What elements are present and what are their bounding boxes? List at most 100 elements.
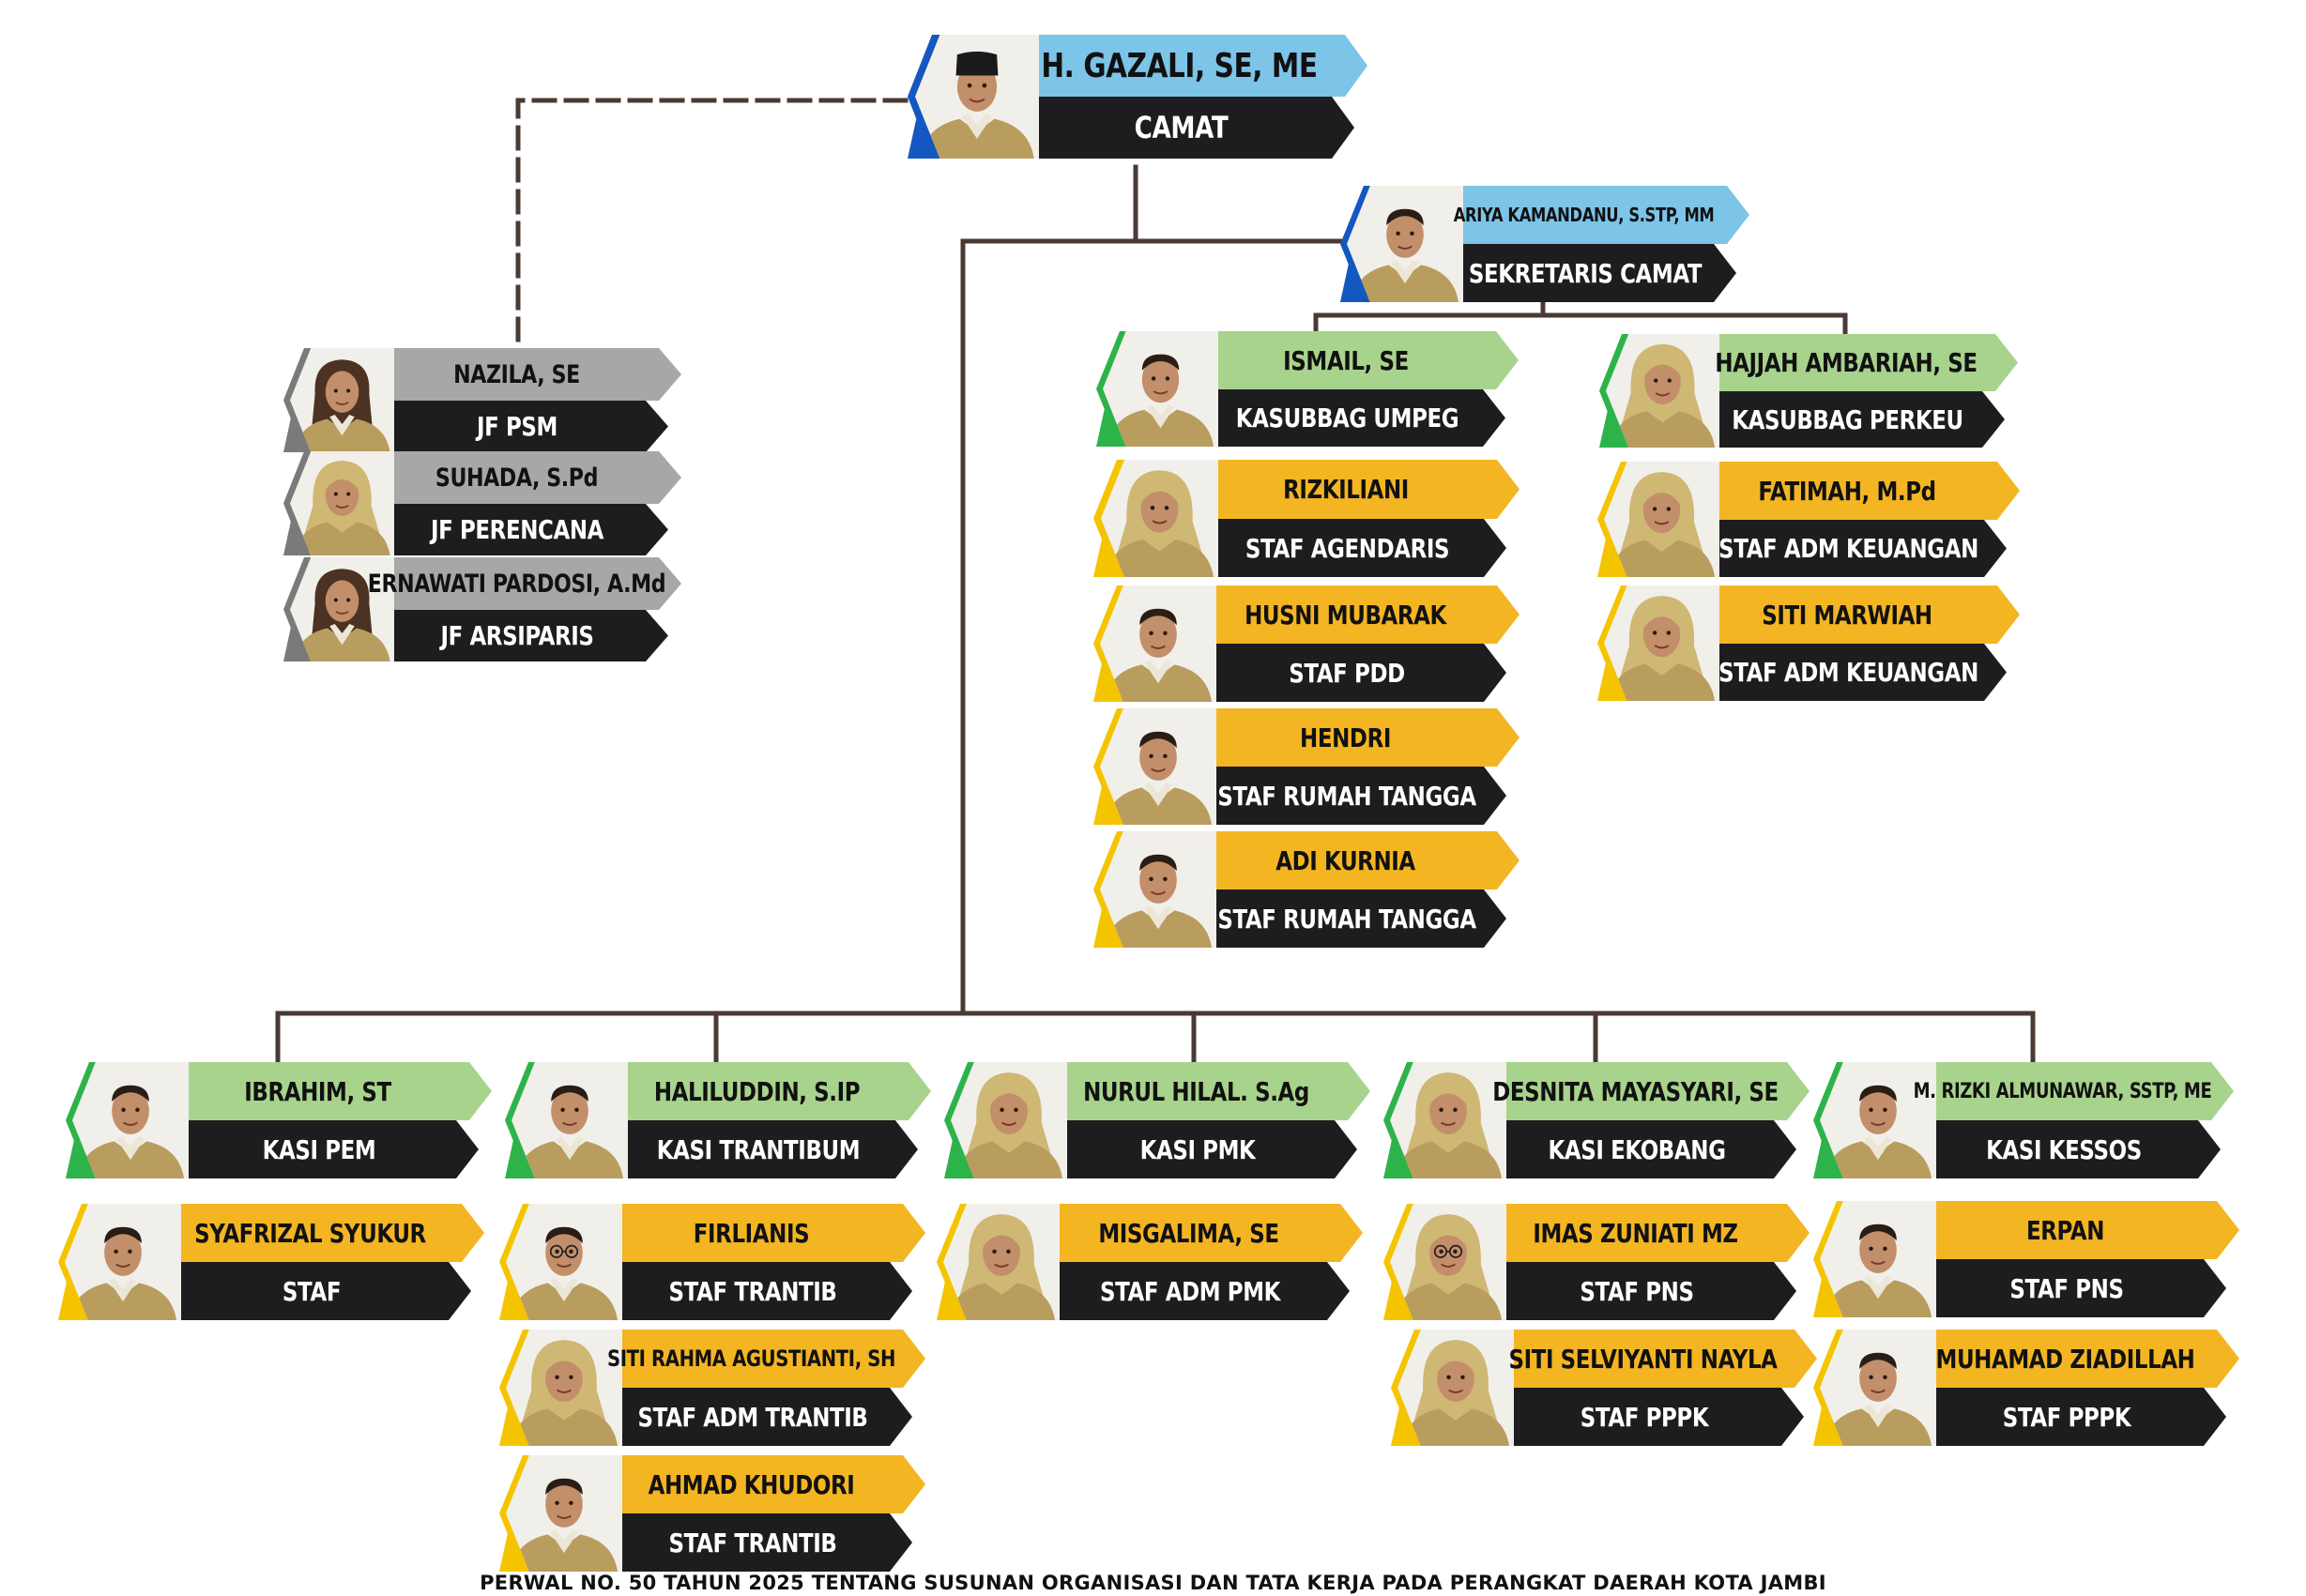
portrait-photo	[1390, 1204, 1506, 1320]
person-role: KASUBBAG UMPEG	[1235, 403, 1459, 433]
org-card-husni: HUSNI MUBARAK STAF PDD	[1093, 585, 1520, 702]
person-role: KASI KESSOS	[1986, 1133, 2142, 1165]
org-card-haliluddin: HALILUDDIN, S.IP KASI TRANTIBUM	[505, 1062, 931, 1178]
portrait-photo	[506, 1330, 622, 1446]
portrait-photo	[1820, 1201, 1936, 1317]
person-name: ERPAN	[2025, 1214, 2105, 1246]
portrait-photo	[290, 451, 394, 555]
portrait-photo	[1390, 1062, 1506, 1178]
person-name: ISMAIL, SE	[1283, 344, 1409, 376]
person-name: ARIYA KAMANDANU, S.STP, MM	[1453, 204, 1715, 226]
link-sekcam-subbag	[1313, 296, 1848, 335]
portrait-photo	[1100, 585, 1216, 702]
person-name: IBRAHIM, ST	[244, 1075, 391, 1107]
person-role: STAF ADM KEUANGAN	[1718, 657, 1978, 688]
person-role: KASI TRANTIBUM	[656, 1133, 861, 1165]
person-name: RIZKILIANI	[1283, 474, 1409, 505]
org-card-adi: ADI KURNIA STAF RUMAH TANGGA	[1093, 831, 1520, 948]
org-card-misgalima: MISGALIMA, SE STAF ADM PMK	[937, 1204, 1363, 1320]
link-kasi-bus	[275, 1011, 2036, 1063]
person-role: STAF PDD	[1289, 657, 1405, 689]
portrait-photo	[65, 1204, 181, 1320]
portrait-photo	[1606, 334, 1719, 448]
portrait-photo	[1604, 462, 1719, 577]
person-role: STAF RUMAH TANGGA	[1217, 780, 1476, 812]
person-name: DESNITA MAYASYARI, SE	[1492, 1075, 1779, 1107]
portrait-photo	[1397, 1330, 1514, 1446]
org-card-hendri: HENDRI STAF RUMAH TANGGA	[1093, 708, 1520, 825]
person-name: MISGALIMA, SE	[1098, 1217, 1279, 1249]
person-role: SEKRETARIS CAMAT	[1468, 257, 1703, 289]
person-name: SITI RAHMA AGUSTIANTI, SH	[606, 1345, 896, 1372]
org-card-camat: H. GAZALI, SE, ME CAMAT	[908, 35, 1367, 159]
person-role: STAF ADM PMK	[1099, 1275, 1281, 1307]
portrait-photo	[506, 1204, 622, 1320]
person-name: FIRLIANIS	[693, 1217, 810, 1249]
portrait-photo	[512, 1062, 628, 1178]
org-card-ahmad: AHMAD KHUDORI STAF TRANTIB	[499, 1455, 925, 1572]
person-name: SITI MARWIAH	[1762, 599, 1932, 631]
person-role: STAF	[282, 1275, 342, 1307]
person-name: FATIMAH, M.Pd	[1758, 475, 1936, 507]
person-role: STAF ADM TRANTIB	[637, 1401, 868, 1433]
person-role: STAF PNS	[2009, 1272, 2124, 1304]
person-role: STAF TRANTIB	[668, 1527, 837, 1558]
portrait-photo	[1347, 186, 1463, 302]
person-role: JF PSM	[477, 411, 557, 442]
portrait-photo	[1100, 708, 1216, 825]
person-role: JF ARSIPARIS	[440, 620, 594, 651]
person-role: CAMAT	[1134, 110, 1229, 145]
person-role: STAF AGENDARIS	[1245, 532, 1450, 564]
org-card-hajjah: HAJJAH AMBARIAH, SE KASUBBAG PERKEU	[1599, 334, 2018, 448]
portrait-photo	[951, 1062, 1067, 1178]
footer-caption: PERWAL NO. 50 TAHUN 2025 TENTANG SUSUNAN…	[480, 1572, 1826, 1594]
org-card-sitirahma: SITI RAHMA AGUSTIANTI, SH STAF ADM TRANTI…	[499, 1330, 925, 1446]
portrait-photo	[290, 348, 394, 452]
person-role: STAF RUMAH TANGGA	[1217, 903, 1476, 935]
portrait-photo	[506, 1455, 622, 1572]
portrait-photo	[1103, 331, 1218, 447]
org-card-marwiah: SITI MARWIAH STAF ADM KEUANGAN	[1597, 585, 2020, 701]
person-role: KASUBBAG PERKEU	[1732, 403, 1963, 435]
portrait-photo	[915, 35, 1039, 159]
person-name: HALILUDDIN, S.IP	[653, 1075, 861, 1107]
person-name: SUHADA, S.Pd	[435, 463, 599, 493]
org-card-ernawati: ERNAWATI PARDOSI, A.Md JF ARSIPARIS	[283, 557, 681, 661]
person-name: SITI SELVIYANTI NAYLA	[1508, 1343, 1778, 1375]
org-card-rizki: M. RIZKI ALMUNAWAR, SSTP, ME KASI KESSOS	[1813, 1062, 2234, 1178]
org-card-syafrizal: SYAFRIZAL SYUKUR STAF	[58, 1204, 484, 1320]
portrait-photo	[1820, 1062, 1936, 1178]
portrait-photo	[72, 1062, 189, 1178]
person-role: JF PERENCANA	[430, 514, 603, 545]
person-name: HAJJAH AMBARIAH, SE	[1715, 347, 1978, 378]
person-name: MUHAMAD ZIADILLAH	[1935, 1343, 2195, 1375]
person-role: STAF ADM KEUANGAN	[1718, 533, 1978, 564]
person-name: HENDRI	[1300, 722, 1391, 753]
person-name: ADI KURNIA	[1275, 844, 1415, 876]
portrait-photo	[1100, 831, 1216, 948]
org-card-suhada: SUHADA, S.Pd JF PERENCANA	[283, 451, 681, 555]
person-name: M. RIZKI ALMUNAWAR, SSTP, ME	[1913, 1079, 2212, 1103]
person-role: STAF PPPK	[2002, 1401, 2131, 1433]
org-card-sekcam: ARIYA KAMANDANU, S.STP, MM SEKRETARIS CAM…	[1340, 186, 1749, 302]
person-role: KASI PMK	[1139, 1133, 1256, 1165]
org-card-rizkiliani: RIZKILIANI STAF AGENDARIS	[1093, 460, 1520, 577]
person-name: HUSNI MUBARAK	[1245, 599, 1446, 631]
person-name: H. GAZALI, SE, ME	[1041, 46, 1318, 85]
person-role: STAF PNS	[1580, 1275, 1694, 1307]
portrait-photo	[290, 557, 394, 661]
person-name: SYAFRIZAL SYUKUR	[194, 1217, 426, 1249]
org-card-erpan: ERPAN STAF PNS	[1813, 1201, 2239, 1317]
person-role: STAF TRANTIB	[668, 1275, 837, 1307]
person-name: ERNAWATI PARDOSI, A.Md	[367, 569, 666, 599]
org-card-muhamad: MUHAMAD ZIADILLAH STAF PPPK	[1813, 1330, 2239, 1446]
person-name: AHMAD KHUDORI	[648, 1468, 855, 1500]
